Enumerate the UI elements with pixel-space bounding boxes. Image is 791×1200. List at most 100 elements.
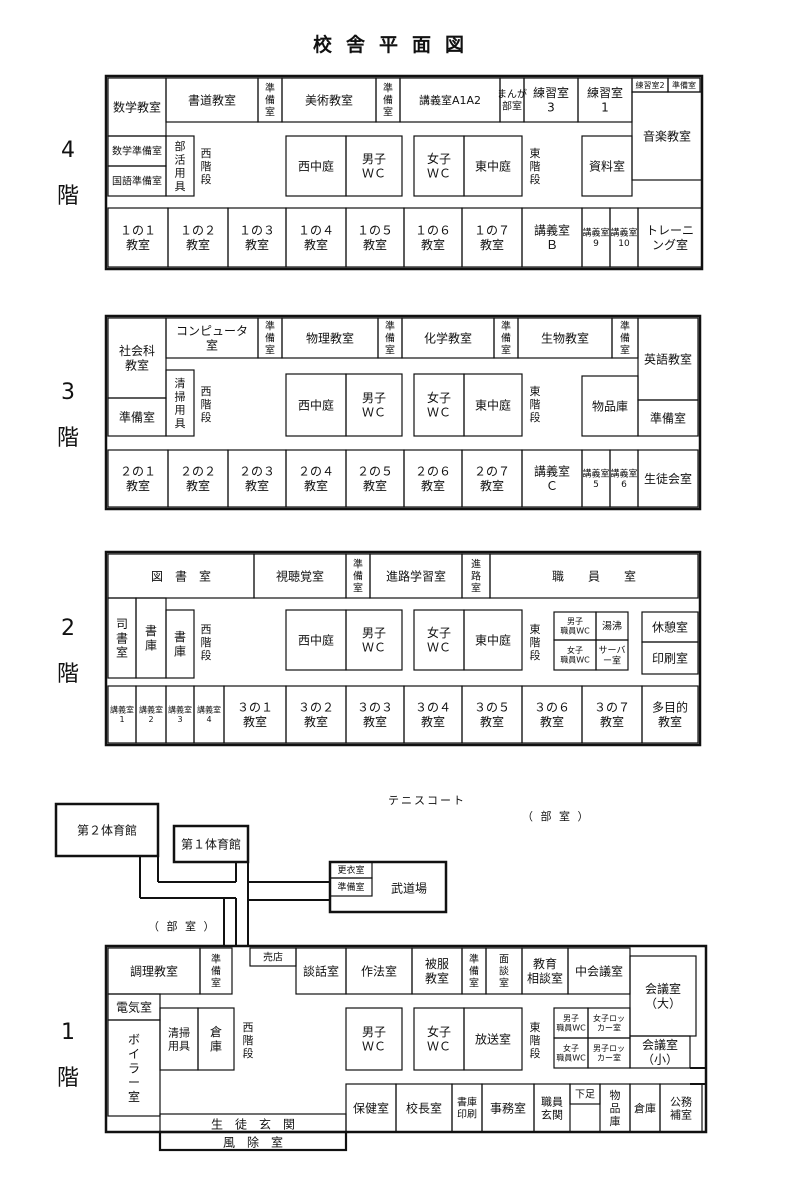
room-renshu2: 練習室2: [635, 80, 664, 90]
room-tamokuteki: 多目的教室: [652, 700, 688, 729]
room-junbi: 準備室: [385, 320, 395, 357]
room-shoko-insatsu: 書庫印刷: [457, 1096, 477, 1121]
room-junbi: 準備室: [265, 82, 275, 119]
room-joshi-shokuin-wc: 女子職員WC: [560, 645, 590, 665]
room-shisho: 司書室: [116, 617, 128, 660]
room-boiler: ボイラー室: [128, 1033, 140, 1105]
room-kougi-a1a2: 講義室A1A2: [419, 93, 481, 107]
room-suugaku: 数学教室: [113, 99, 161, 114]
room-higashi-nakaniwa-box: [463, 609, 523, 671]
room-souko-box: [197, 1007, 235, 1071]
room-junbishitsu: 準備室: [650, 410, 686, 425]
room-seibutsu: 生物教室: [541, 330, 589, 345]
room-mendan: 面談室: [499, 955, 509, 990]
room-shinro: 進路室: [471, 559, 481, 595]
room-jimu: 事務室: [490, 1100, 526, 1115]
room-c2-7: ２の７教室: [474, 465, 510, 493]
room-kagaku: 化学教室: [424, 330, 472, 345]
room-c3-3: ３の３教室: [357, 701, 393, 729]
floor-2-kai: 階: [56, 662, 79, 687]
room-suugaku-junbi: 数学準備室: [112, 145, 162, 158]
room-c2-3: ２の３教室: [239, 465, 275, 493]
floor-3-kai: 階: [56, 426, 79, 451]
room-kaigi-shou-box: [629, 1035, 691, 1069]
room-junbi: 準備室: [620, 320, 630, 357]
room-souko: 倉庫: [210, 1024, 222, 1053]
room-buppinko: 物品庫: [610, 1088, 621, 1128]
tennis-court-label: テニスコート: [388, 794, 466, 807]
floor-1-label: 1 階: [48, 1010, 88, 1102]
floor-3-number: 3: [61, 380, 75, 405]
room-koumu-box: [659, 1083, 703, 1133]
floor-4-number: 4: [61, 138, 75, 163]
room-junbi-box: [199, 947, 233, 995]
room-kouchou: 校長室: [406, 1100, 442, 1115]
room-souko2: 倉庫: [634, 1101, 656, 1115]
room-shakai: 社会科教室: [119, 343, 155, 372]
room-kokugo-junbi: 国語準備室: [112, 175, 162, 188]
room-koumu: 公務補室: [670, 1094, 692, 1121]
floor-3-label: 3 階: [48, 370, 88, 462]
room-c3-7: ３の７教室: [594, 701, 630, 729]
room-seitokai: 生徒会室: [644, 471, 692, 486]
room-kougi-c: 講義室Ｃ: [534, 464, 570, 493]
room-buppin: 物品庫: [592, 399, 628, 413]
room-nishi-nakaniwa: 西中庭: [298, 632, 334, 647]
room-higashi-kaidan-4: 東階段: [530, 147, 541, 186]
room-hoken: 保健室: [353, 1100, 389, 1115]
room-shodou: 書道教室: [188, 92, 236, 107]
room-kaigi-dai: 会議室（大）: [645, 981, 681, 1010]
room-junbi: 準備室: [211, 953, 221, 990]
room-dansi-wc: 男子ＷＣ: [362, 1025, 386, 1053]
room-bukatsu-box: [165, 135, 195, 197]
room-chouri: 調理教室: [130, 963, 178, 978]
room-shoko: 書庫: [145, 624, 157, 652]
room-shinro-gakushu: 進路学習室: [386, 568, 446, 583]
room-yuwakashi: 湯沸: [602, 620, 622, 633]
room-ongaku: 音楽教室: [643, 128, 691, 143]
room-junbishitsu-3: 準備室: [119, 409, 155, 424]
room-nishi-kaidan-1: 西階段: [243, 1021, 254, 1060]
room-shitaashi: 下足: [575, 1089, 595, 1101]
room-dansi-wc-box: [345, 373, 403, 437]
room-butsuri: 物理教室: [306, 330, 354, 345]
room-kyouiku-soudan: 教育相談室: [527, 956, 563, 985]
room-insatsu-box: [641, 641, 699, 675]
room-c3-6: ３の６教室: [534, 701, 570, 729]
room-higashi-nakaniwa-box: [463, 135, 523, 197]
room-housou: 放送室: [475, 1031, 511, 1046]
room-shoko-box: [165, 609, 195, 679]
room-tamokuteki-box: [641, 685, 699, 744]
room-c1-6: １の６教室: [415, 224, 451, 252]
room-joshi-wc: 女子ＷＣ: [427, 390, 451, 419]
floor-2-number: 2: [61, 616, 75, 641]
room-junbi: 準備室: [265, 320, 275, 357]
room-eigo: 英語教室: [644, 351, 692, 366]
room-chuu-kaigi: 中会議室: [575, 963, 623, 978]
room-bukatsu: 部活用具: [175, 139, 186, 193]
room-c3-5: ３の５教室: [474, 701, 510, 729]
floor-1-number: 1: [61, 1020, 75, 1045]
room-shokuin-box: [489, 553, 699, 599]
room-sahou: 作法室: [361, 963, 397, 978]
room-higashi-kaidan-3: 東階段: [530, 385, 541, 424]
room-tosho: 図 書 室: [151, 568, 211, 583]
room-seisou-box: [165, 369, 195, 437]
room-c1-3: １の３教室: [239, 224, 275, 252]
room-c1-7: １の７教室: [474, 224, 510, 252]
room-bijutsu: 美術教室: [305, 92, 353, 107]
room-baiten: 売店: [263, 951, 283, 964]
room-joshi-shokuin-wc: 女子職員WC: [556, 1043, 586, 1063]
room-nishi-kaidan-4: 西階段: [201, 147, 212, 186]
room-dansi-shokuin-wc: 男子職員WC: [560, 617, 590, 636]
room-dansi-shokuin-wc: 男子職員WC: [556, 1014, 586, 1033]
room-junbishitsu-box: [637, 399, 699, 437]
room-joshi-wc: 女子ＷＣ: [427, 625, 451, 654]
